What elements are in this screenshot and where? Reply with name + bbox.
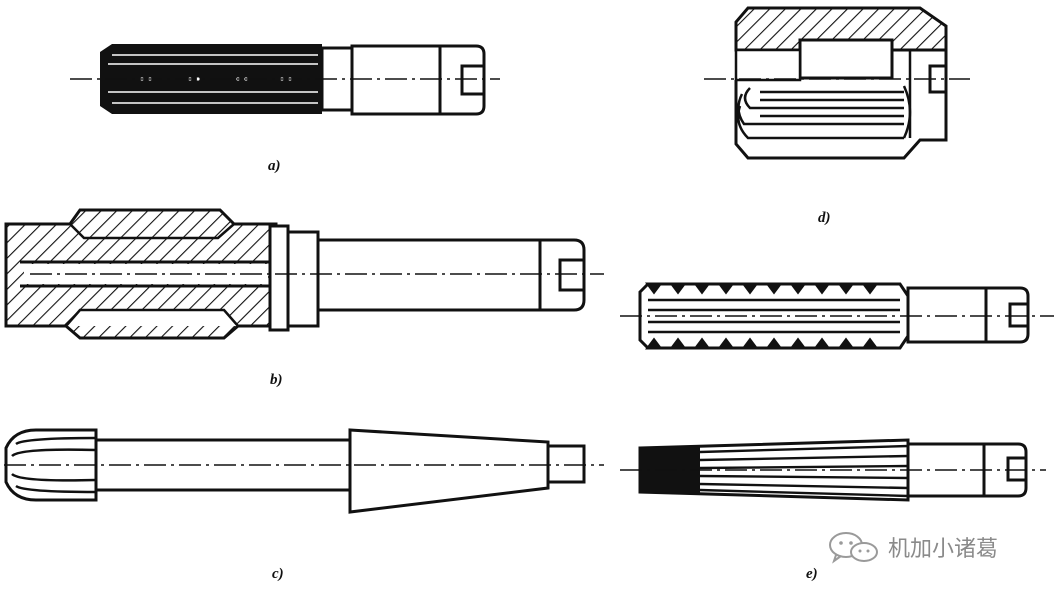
tool-a [70, 44, 500, 116]
tool-b [4, 208, 604, 340]
watermark-text: 机加小诸葛 [888, 537, 999, 562]
watermark: 机加小诸葛 [826, 530, 998, 564]
tool-e-upper [620, 282, 1054, 350]
tool-e-lower [620, 438, 1046, 502]
caption-a: a) [268, 158, 281, 174]
caption-c: c) [272, 566, 284, 582]
wechat-bubble-icon [829, 532, 878, 564]
caption-b: b) [270, 372, 283, 388]
tool-d [704, 6, 970, 160]
caption-e: e) [806, 566, 818, 582]
tool-c [4, 428, 604, 514]
caption-d: d) [818, 210, 831, 226]
